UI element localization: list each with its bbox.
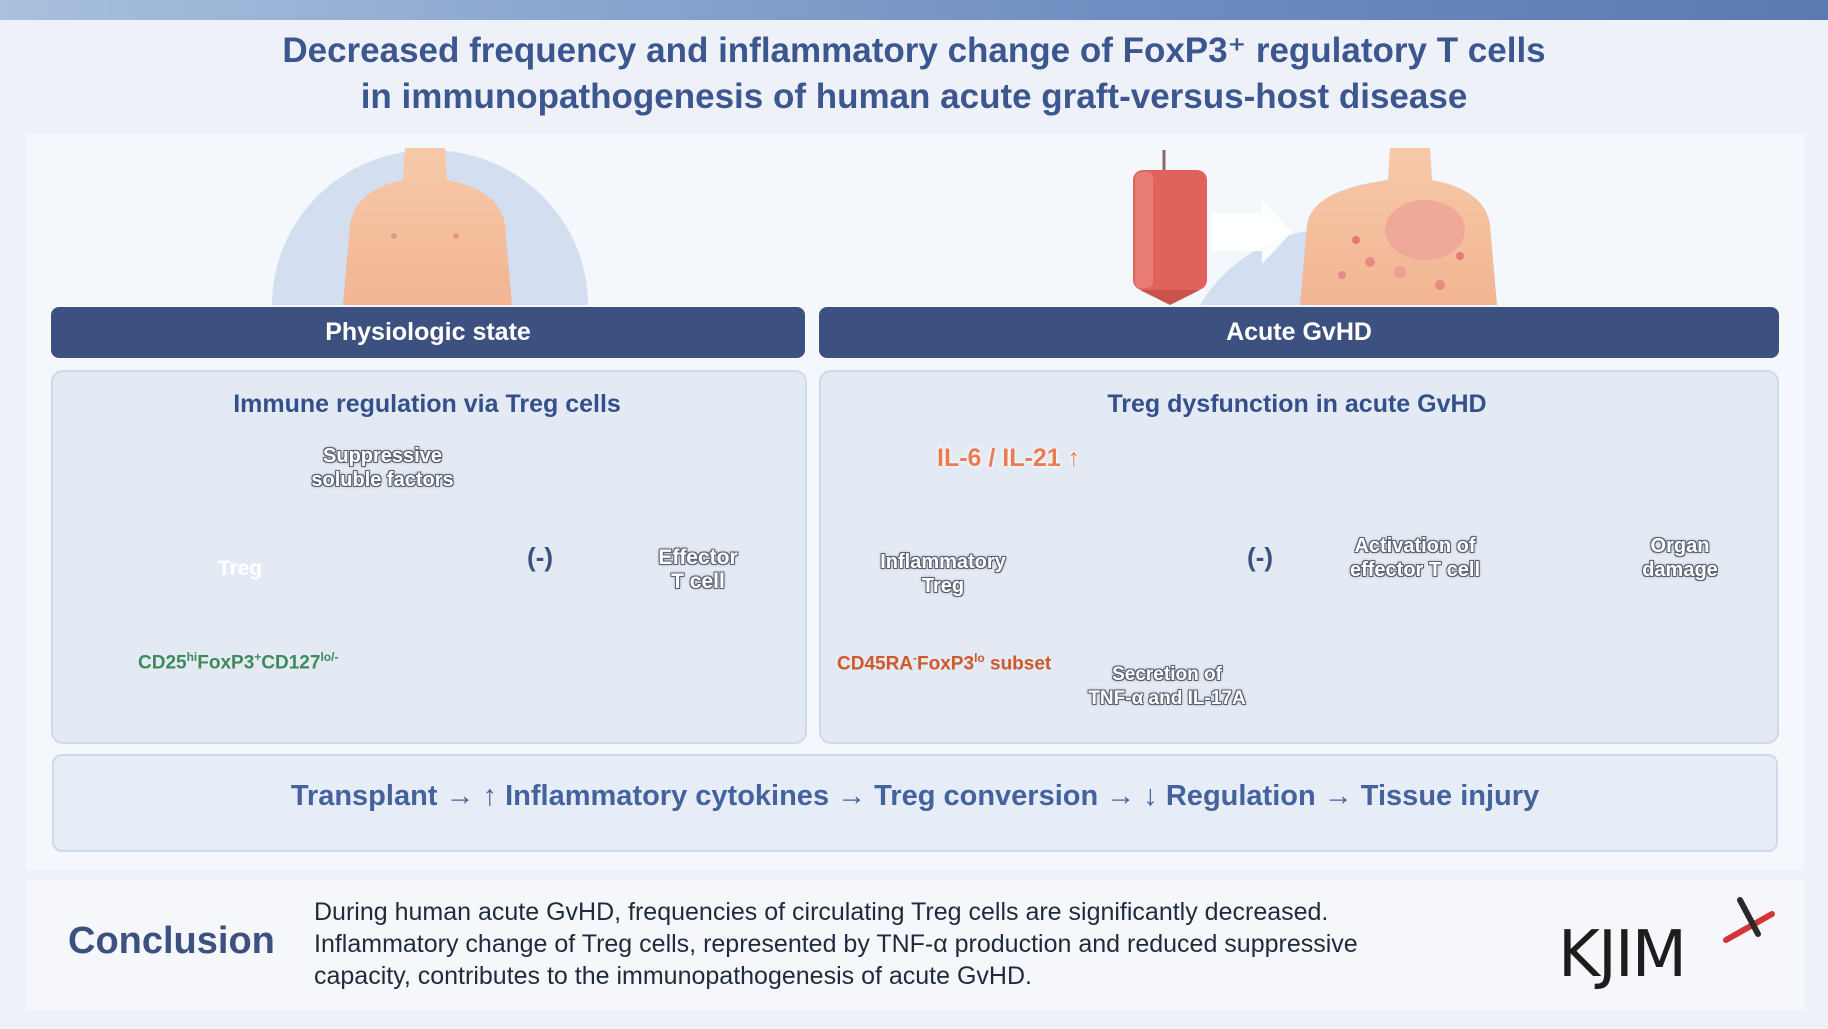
subset-suffix: subset	[984, 653, 1052, 675]
secretion-line-1: Secretion of	[1112, 664, 1222, 685]
phenotype-foxp3: FoxP3	[197, 652, 255, 674]
suppressive-line-1: Suppressive	[323, 445, 442, 467]
activation-line-1: Activation of	[1354, 535, 1476, 557]
acute-gvhd-header: Acute GvHD	[819, 307, 1779, 358]
subset-label: CD45RA-FoxP3lo subset	[837, 651, 1051, 675]
conclusion-label: Conclusion	[68, 920, 275, 962]
inflam-line-1: Inflammatory	[880, 551, 1006, 573]
right-panel-title: Treg dysfunction in acute GvHD	[1107, 390, 1487, 418]
conclusion-box	[26, 880, 1804, 1010]
cytokine-label: IL-6 / IL-21 ↑	[937, 444, 1081, 472]
kjim-logo-mark-icon	[1723, 897, 1775, 943]
kjim-logo: KJIM	[1558, 918, 1687, 992]
subset-cd45ra: CD45RA	[837, 653, 914, 675]
phenotype-foxp3-sup: +	[254, 650, 262, 664]
title-line-1: Decreased frequency and inflammatory cha…	[282, 31, 1546, 70]
phenotype-cd127: CD127	[261, 652, 321, 674]
secretion-line-2: TNF-α and IL-17A	[1088, 688, 1246, 709]
effector-line-2: T cell	[671, 570, 725, 593]
suppressive-factors-label: Suppressive soluble factors	[290, 444, 475, 492]
treg-label: Treg	[217, 557, 263, 580]
effector-t-cell-label: Effector T cell	[643, 546, 753, 594]
subset-foxp3: FoxP3	[917, 653, 975, 675]
activation-line-2: effector T cell	[1349, 559, 1481, 581]
summary-box	[52, 754, 1778, 852]
right-panel	[819, 370, 1779, 744]
transplant-illustration	[1133, 148, 1497, 305]
phenotype-cd127-sup: lo/-	[320, 650, 339, 664]
effector-line-1: Effector	[658, 546, 738, 569]
organ-damage-label: Organ damage	[1630, 534, 1730, 582]
summary-flow: Transplant → ↑ Inflammatory cytokines → …	[290, 780, 1540, 812]
healthy-torso-illustration	[272, 148, 588, 305]
left-inhibition-sign: (-)	[527, 542, 553, 572]
organ-line-2: damage	[1642, 559, 1718, 581]
activation-effector-label: Activation of effector T cell	[1335, 534, 1495, 582]
conclusion-text: During human acute GvHD, frequencies of …	[314, 896, 1484, 992]
physiologic-state-header: Physiologic state	[51, 307, 805, 358]
title-line-2: in immunopathogenesis of human acute gra…	[360, 77, 1468, 116]
right-inhibition-sign: (-)	[1247, 542, 1273, 572]
inflam-line-2: Treg	[921, 575, 965, 597]
secretion-label: Secretion of TNF-α and IL-17A	[1062, 663, 1272, 711]
inflammatory-treg-label: Inflammatory Treg	[868, 550, 1018, 598]
phenotype-cd25: CD25	[138, 652, 187, 674]
subset-foxp3-sup: lo	[974, 651, 985, 665]
top-banner	[0, 0, 1828, 20]
left-panel	[51, 370, 807, 744]
organ-line-1: Organ	[1650, 535, 1710, 557]
page-title: Decreased frequency and inflammatory cha…	[0, 28, 1828, 120]
phenotype-cd25-sup: hi	[186, 650, 198, 664]
subset-cd45ra-sup: -	[913, 651, 918, 665]
conclusion-line-2: Inflammatory change of Treg cells, repre…	[314, 930, 1358, 958]
suppressive-line-2: soluble factors	[311, 469, 454, 491]
conclusion-line-3: capacity, contributes to the immunopatho…	[314, 962, 1032, 990]
conclusion-line-1: During human acute GvHD, frequencies of …	[314, 898, 1329, 926]
left-panel-title: Immune regulation via Treg cells	[233, 390, 621, 418]
treg-phenotype-label: CD25hiFoxP3+CD127lo/-	[138, 650, 338, 674]
